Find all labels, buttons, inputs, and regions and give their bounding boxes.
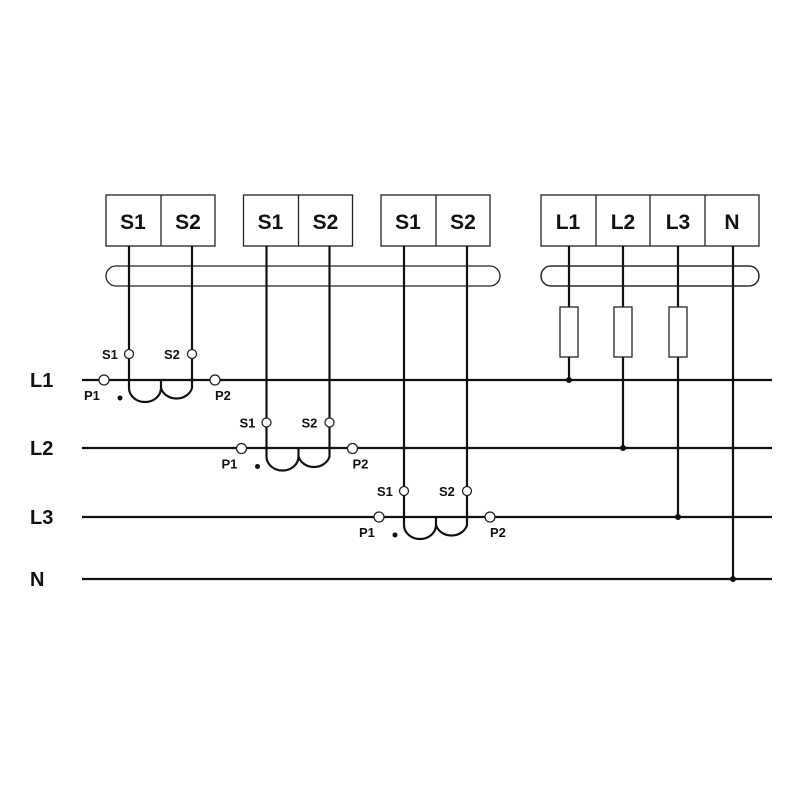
ct-s1-label: S1 (102, 347, 118, 362)
fuse-icon (668, 306, 688, 358)
p1-terminal-circle (373, 511, 385, 523)
voltage-terminal-label-0: L1 (556, 211, 581, 234)
bus-label-0: L1 (30, 370, 53, 392)
ct-p2-label: P2 (353, 457, 369, 472)
bus-label-3: N (30, 569, 44, 591)
cable-bundle-outline (540, 265, 760, 287)
polarity-dot (117, 395, 123, 401)
s1-terminal-circle (261, 417, 272, 428)
ct-p2-label: P2 (215, 388, 231, 403)
fuse-icon (613, 306, 633, 358)
voltage-terminal-label-2: L3 (666, 211, 691, 234)
ct-s2-label: S2 (439, 484, 455, 499)
fuse-icon (559, 306, 579, 358)
s1-terminal-circle (123, 348, 135, 360)
terminal-label-s1: S1 (258, 211, 284, 234)
ct-s1-label: S1 (240, 416, 256, 431)
ct-s2-label: S2 (302, 416, 318, 431)
ct-coil (402, 495, 469, 541)
p2-terminal-circle (484, 511, 496, 523)
voltage-terminal-block: L1 L2 L3 N (540, 194, 760, 582)
polarity-dot (255, 464, 260, 469)
terminal-label-s2: S2 (313, 211, 339, 234)
ct-s2-label: S2 (164, 347, 180, 362)
ct-p1-label: P1 (222, 457, 238, 472)
p1-terminal-circle (235, 442, 248, 455)
cable-bundle-voltage (540, 265, 760, 287)
terminal-label-s2: S2 (450, 211, 476, 234)
junction-dot (566, 377, 572, 383)
ct-coil (265, 427, 331, 472)
ct-p2-label: P2 (490, 525, 506, 540)
junction-dot (675, 514, 681, 520)
s2-terminal-circle (186, 348, 198, 360)
voltage-terminal-label-3: N (724, 211, 739, 234)
ct-p1-label: P1 (84, 388, 100, 403)
terminal-label-s1: S1 (395, 211, 421, 234)
bus-label-1: L2 (30, 438, 53, 460)
p2-terminal-circle (346, 442, 359, 455)
junction-dot (620, 445, 626, 451)
s2-terminal-circle (324, 417, 335, 428)
p2-terminal-circle (209, 374, 221, 386)
bus-label-2: L3 (30, 507, 53, 529)
p1-terminal-circle (98, 374, 110, 386)
s2-terminal-circle (461, 485, 473, 497)
terminal-label-s2: S2 (175, 211, 201, 234)
ct-p1-label: P1 (359, 525, 375, 540)
ct-coil (127, 358, 194, 404)
polarity-dot (392, 532, 398, 538)
cable-bundle-current (105, 265, 501, 287)
s1-terminal-circle (398, 485, 410, 497)
voltage-terminal-label-1: L2 (611, 211, 636, 234)
terminal-label-s1: S1 (120, 211, 146, 234)
junction-dot (730, 576, 736, 582)
ct-s1-label: S1 (377, 484, 393, 499)
